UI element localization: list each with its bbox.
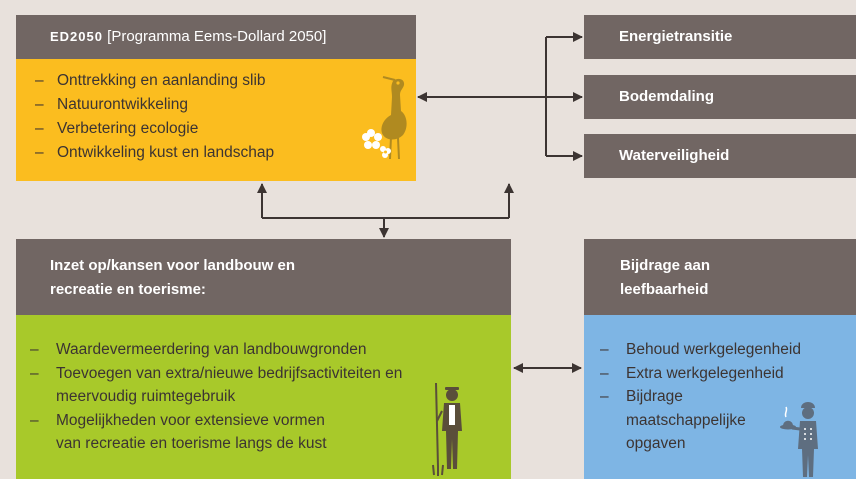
list-item: –Waardevermeerdering van landbouwgronden [30,341,367,358]
livability-heading-line-1: Bijdrage aan [620,257,711,274]
list-item: –Behoud werkgelegenheid [600,341,801,358]
farmer-with-pitchfork-icon [432,382,462,476]
agriculture-list: –Waardevermeerdering van landbouwgronden… [30,338,511,456]
agriculture-heading-line-2: recreatie en toerisme: [50,281,206,298]
energietransitie-box: Energietransitie [584,15,856,59]
ed2050-header: ed2050 [Programma Eems-Dollard 2050] [16,15,416,59]
list-item: –Onttrekking en aanlanding slib [35,72,266,89]
list-item: –Ontwikkeling kust en landschap [35,144,275,161]
agriculture-recreation-header: Inzet op/kansen voor landbouw en recreat… [16,239,511,315]
agriculture-heading-line-1: Inzet op/kansen voor landbouw en [50,257,296,274]
list-item: –Verbetering ecologie [35,120,199,137]
agriculture-recreation-box: –Waardevermeerdering van landbouwgronden… [16,315,511,479]
waiter-with-tray-icon [780,402,818,477]
list-item: –Natuurontwikkeling [35,96,188,113]
ed2050-title: [Programma Eems-Dollard 2050] [107,28,327,45]
livability-list: –Behoud werkgelegenheid –Extra werkgeleg… [600,338,856,456]
ed2050-abbreviation: ed2050 [50,29,103,44]
ed2050-goals-box: –Onttrekking en aanlanding slib –Natuuro… [16,59,416,181]
bird-flower-icon [362,76,407,160]
waterveiligheid-box: Waterveiligheid [584,134,856,178]
livability-header: Bijdrage aan leefbaarheid [584,239,856,315]
bodemdaling-box: Bodemdaling [584,75,856,119]
list-item: –Toevoegen van extra/nieuwe bedrijfsacti… [30,364,403,406]
ed2050-goals-list: –Onttrekking en aanlanding slib –Natuuro… [35,69,416,165]
livability-box: –Behoud werkgelegenheid –Extra werkgeleg… [584,315,856,479]
list-item: –Extra werkgelegenheid [600,364,784,382]
livability-heading-line-2: leefbaarheid [620,281,709,298]
